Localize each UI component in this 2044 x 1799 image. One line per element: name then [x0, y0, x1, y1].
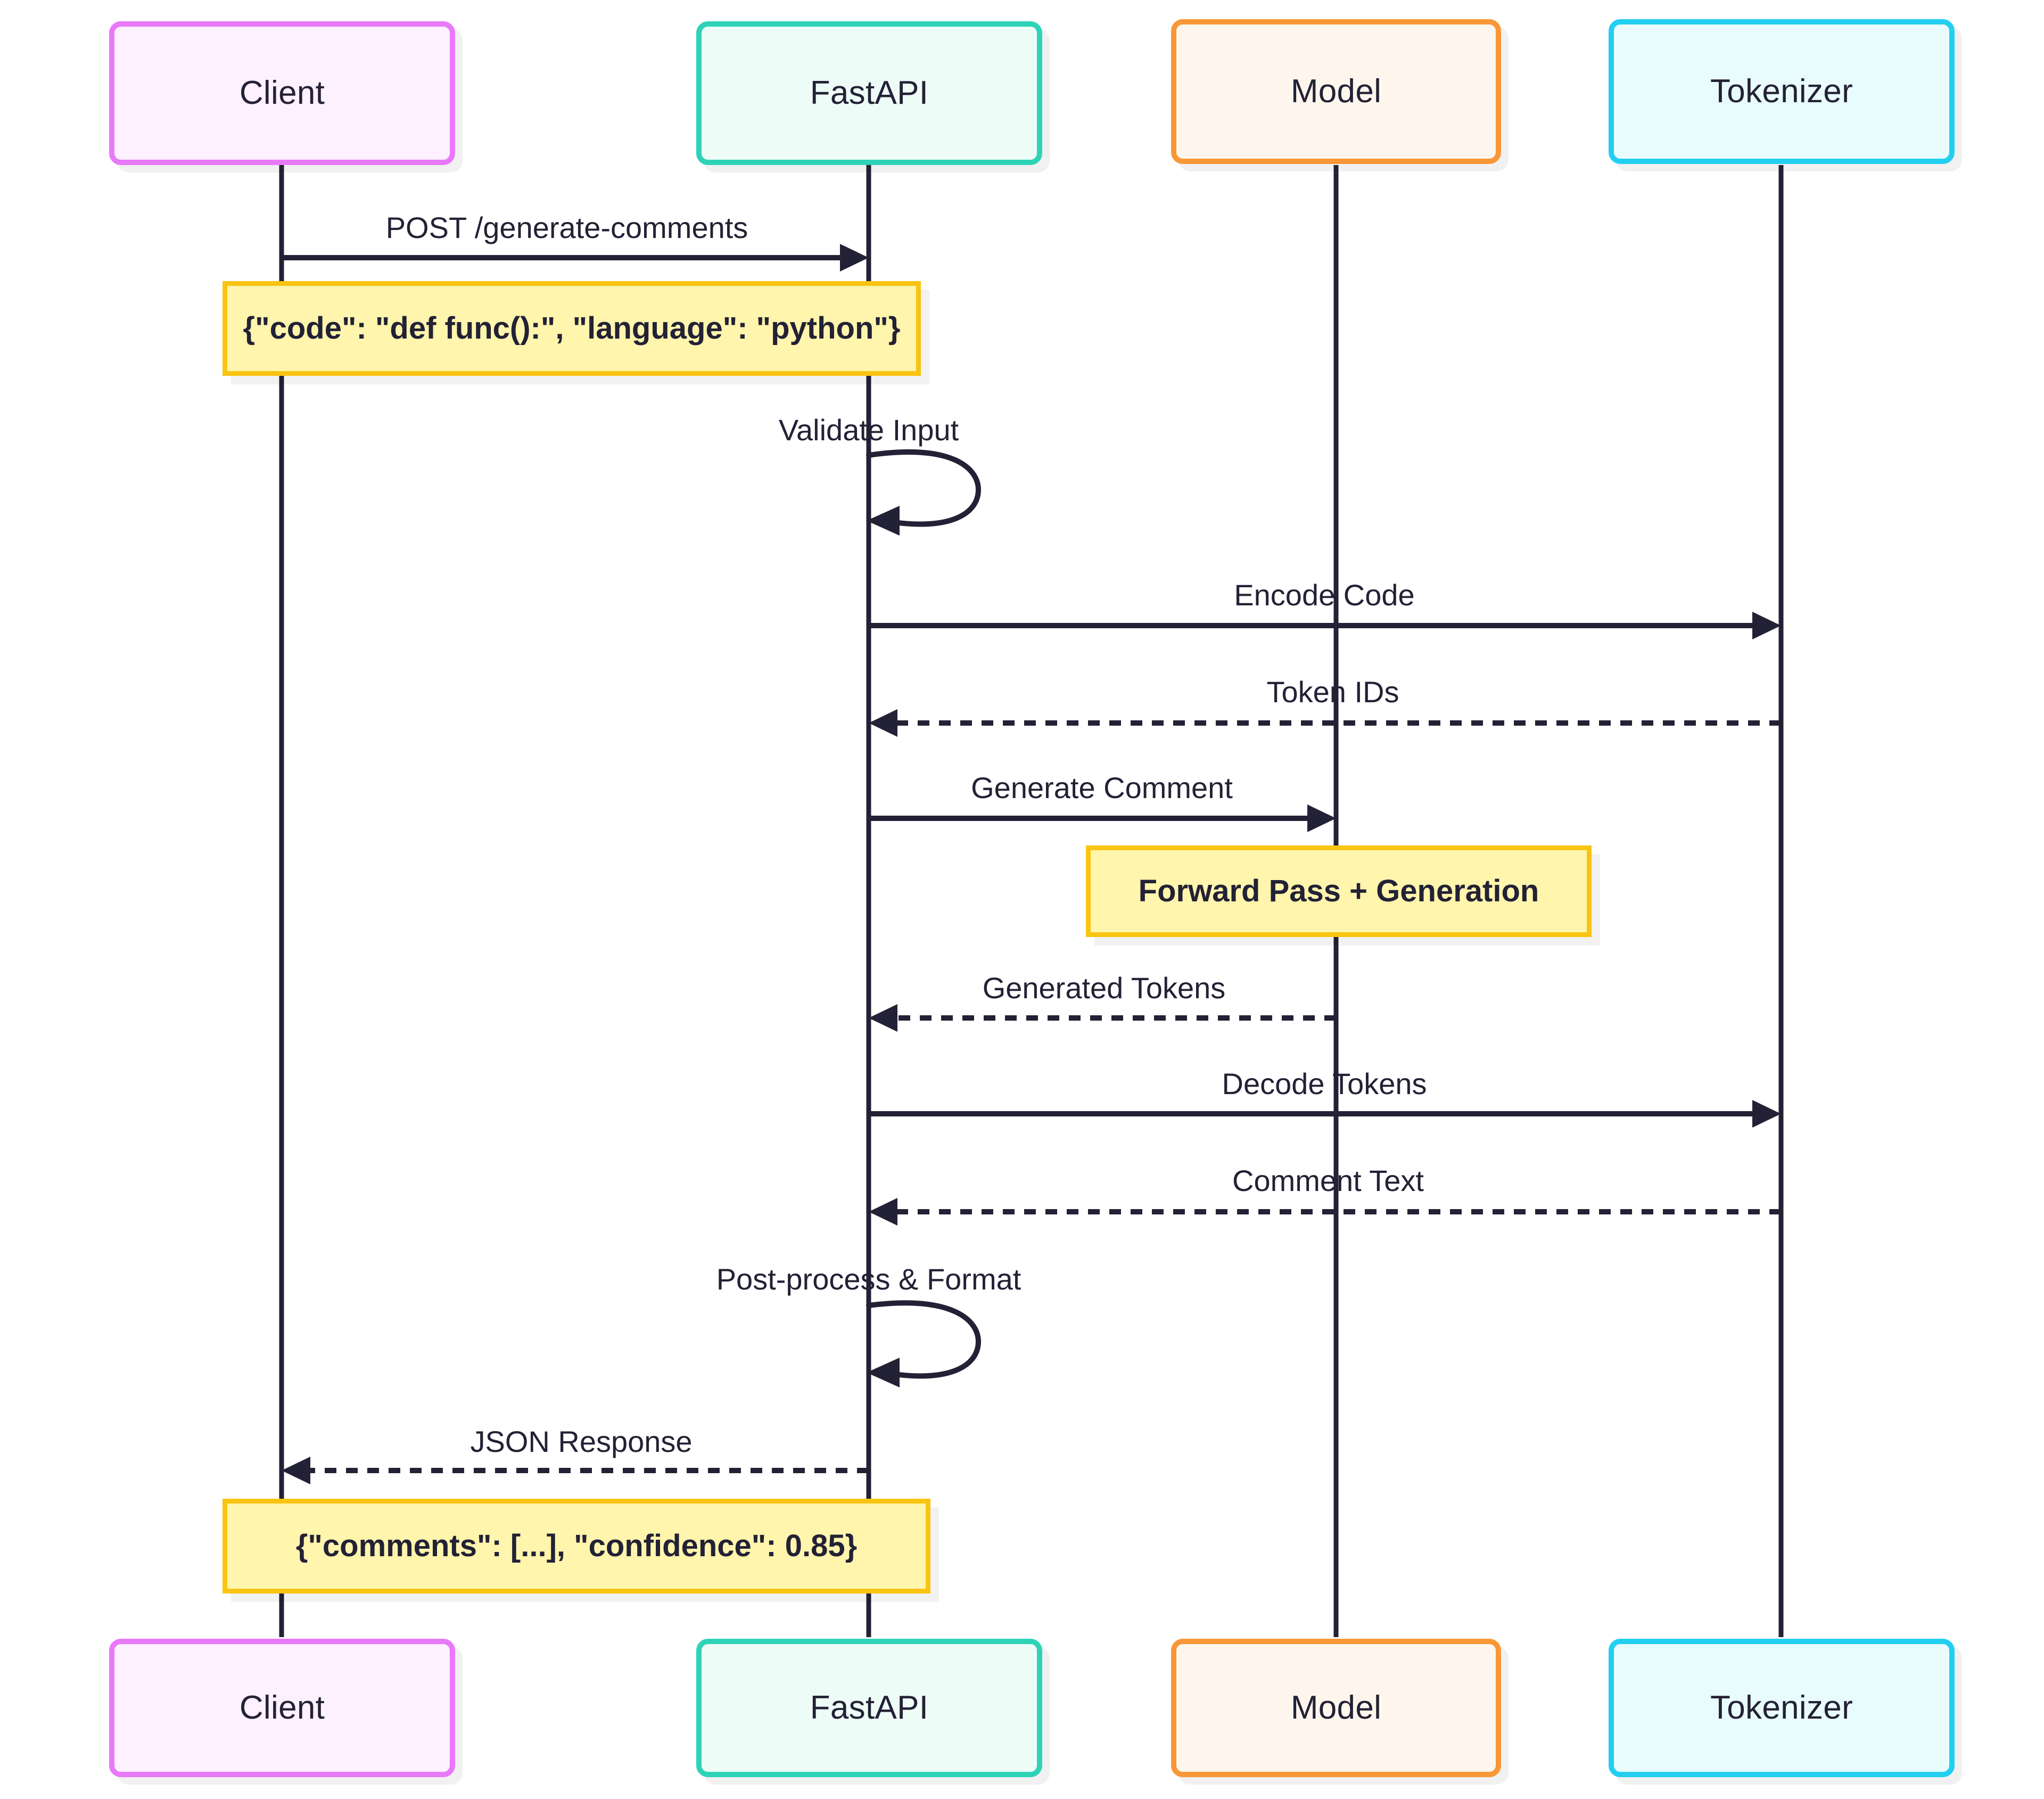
arrow-encode-code — [869, 612, 1781, 639]
note-request-payload: {"code": "def func():", "language": "pyt… — [222, 281, 921, 376]
message-label-decode-tokens: Decode Tokens — [1222, 1067, 1427, 1100]
participant-label-client-top: Client — [239, 75, 325, 111]
arrow-validate-input-self-loop — [866, 449, 982, 536]
arrow-post-generate-comments — [282, 244, 869, 272]
message-label-validate-input: Validate Input — [778, 413, 959, 447]
participant-box-fastapi-top[interactable]: FastAPI — [696, 21, 1042, 165]
message-label-post-generate-comments: POST /generate-comments — [385, 211, 748, 244]
message-label-generated-tokens: Generated Tokens — [982, 971, 1226, 1005]
participant-box-tokenizer-bottom[interactable]: Tokenizer — [1609, 1639, 1955, 1777]
message-label-comment-text: Comment Text — [1232, 1164, 1424, 1197]
message-label-token-ids: Token IDs — [1266, 675, 1399, 709]
note-forward-pass-text: Forward Pass + Generation — [1138, 874, 1539, 908]
note-request-payload-text: {"code": "def func():", "language": "pyt… — [243, 311, 901, 346]
participant-box-model-top[interactable]: Model — [1171, 19, 1501, 164]
message-label-json-response: JSON Response — [470, 1425, 693, 1458]
arrow-token-ids — [869, 709, 1781, 737]
participant-label-model-top: Model — [1290, 73, 1382, 110]
participant-label-tokenizer-top: Tokenizer — [1710, 73, 1853, 110]
arrow-generate-comment — [869, 804, 1336, 832]
participant-box-client-bottom[interactable]: Client — [109, 1639, 455, 1777]
participant-box-fastapi-bottom[interactable]: FastAPI — [696, 1639, 1042, 1777]
participant-label-client-bottom: Client — [239, 1689, 325, 1726]
note-forward-pass: Forward Pass + Generation — [1086, 845, 1592, 937]
participant-label-model-bottom: Model — [1290, 1689, 1382, 1726]
participant-label-fastapi-top: FastAPI — [810, 75, 929, 111]
message-label-post-process-format: Post-process & Format — [716, 1262, 1021, 1296]
message-label-generate-comment: Generate Comment — [971, 771, 1233, 804]
participant-label-fastapi-bottom: FastAPI — [810, 1689, 929, 1726]
participant-box-model-bottom[interactable]: Model — [1171, 1639, 1501, 1777]
arrow-post-process-format-self-loop — [866, 1300, 982, 1387]
message-label-encode-code: Encode Code — [1234, 578, 1415, 612]
participant-label-tokenizer-bottom: Tokenizer — [1710, 1689, 1853, 1726]
arrow-comment-text — [869, 1198, 1781, 1226]
participant-box-client-top[interactable]: Client — [109, 21, 455, 165]
arrow-decode-tokens — [869, 1100, 1781, 1128]
arrow-json-response — [282, 1457, 869, 1484]
arrow-generated-tokens — [869, 1004, 1336, 1032]
participant-box-tokenizer-top[interactable]: Tokenizer — [1609, 19, 1955, 164]
note-response-payload: {"comments": [...], "confidence": 0.85} — [222, 1499, 930, 1593]
note-response-payload-text: {"comments": [...], "confidence": 0.85} — [295, 1529, 858, 1563]
